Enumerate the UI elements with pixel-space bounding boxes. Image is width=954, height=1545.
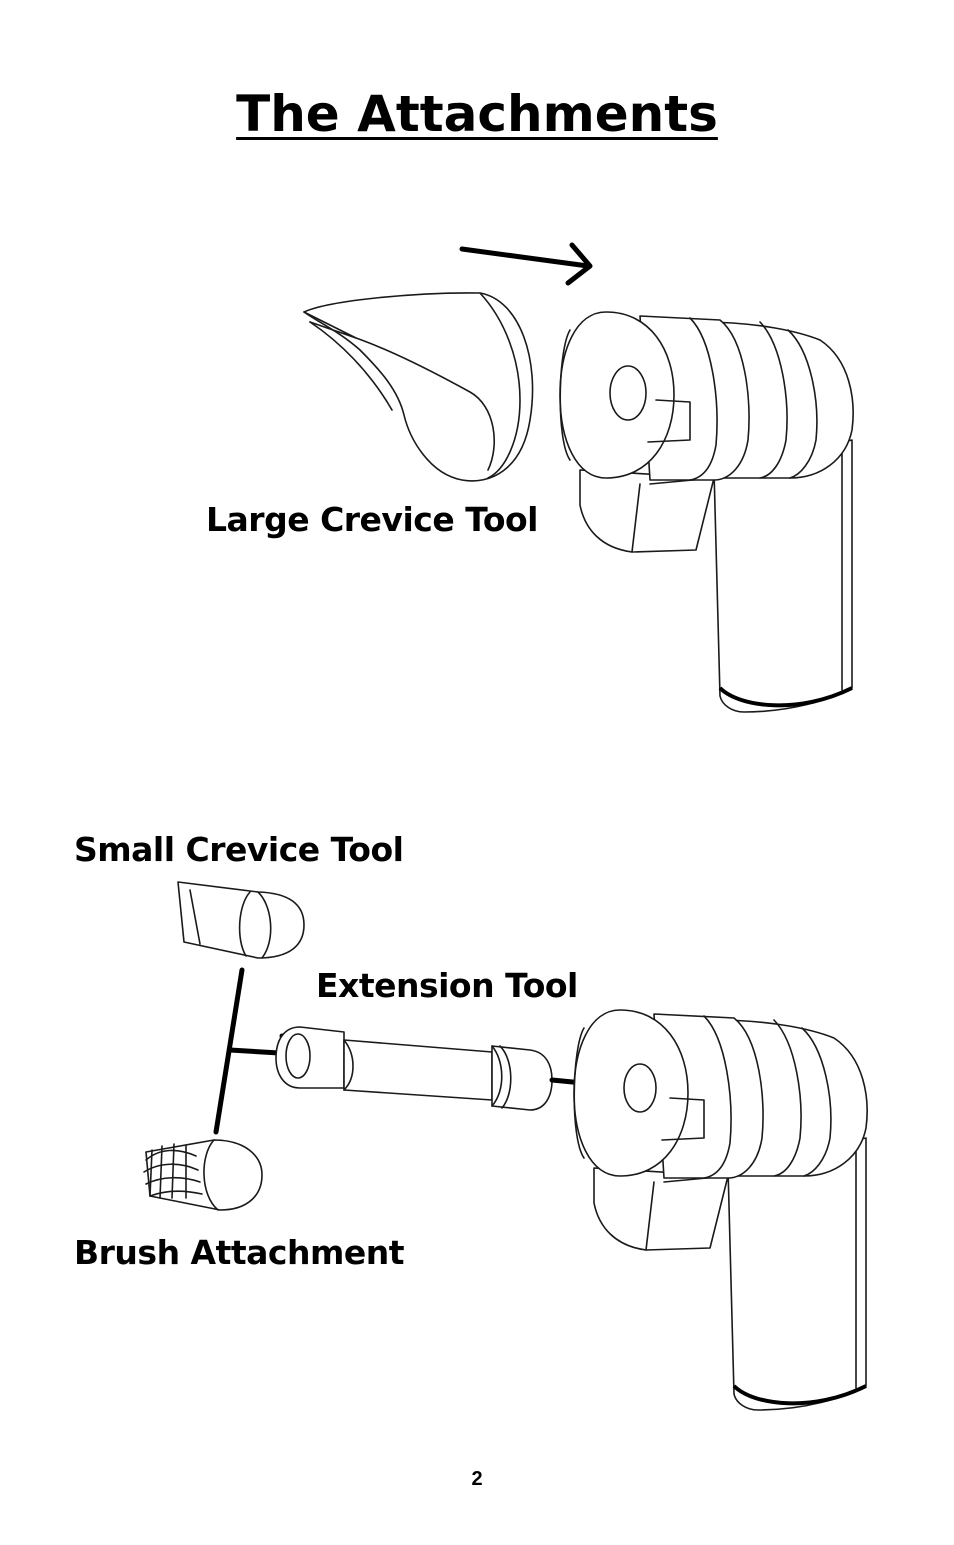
label-extension-tool: Extension Tool [316,966,578,1005]
small-crevice-tool-drawing [177,881,305,959]
brush-attachment-drawing [143,1139,263,1211]
page-number: 2 [471,1468,483,1490]
vacuum-body-top [559,311,854,713]
top-arrow [459,242,593,286]
label-large-crevice-tool: Large Crevice Tool [206,500,538,539]
vacuum-body-bottom [573,1009,868,1411]
page-title: The Attachments [236,85,718,143]
label-brush-attachment: Brush Attachment [74,1233,405,1272]
label-small-crevice-tool: Small Crevice Tool [74,830,404,869]
extension-tool-drawing [275,1026,553,1111]
large-crevice-tool-drawing [303,292,534,482]
